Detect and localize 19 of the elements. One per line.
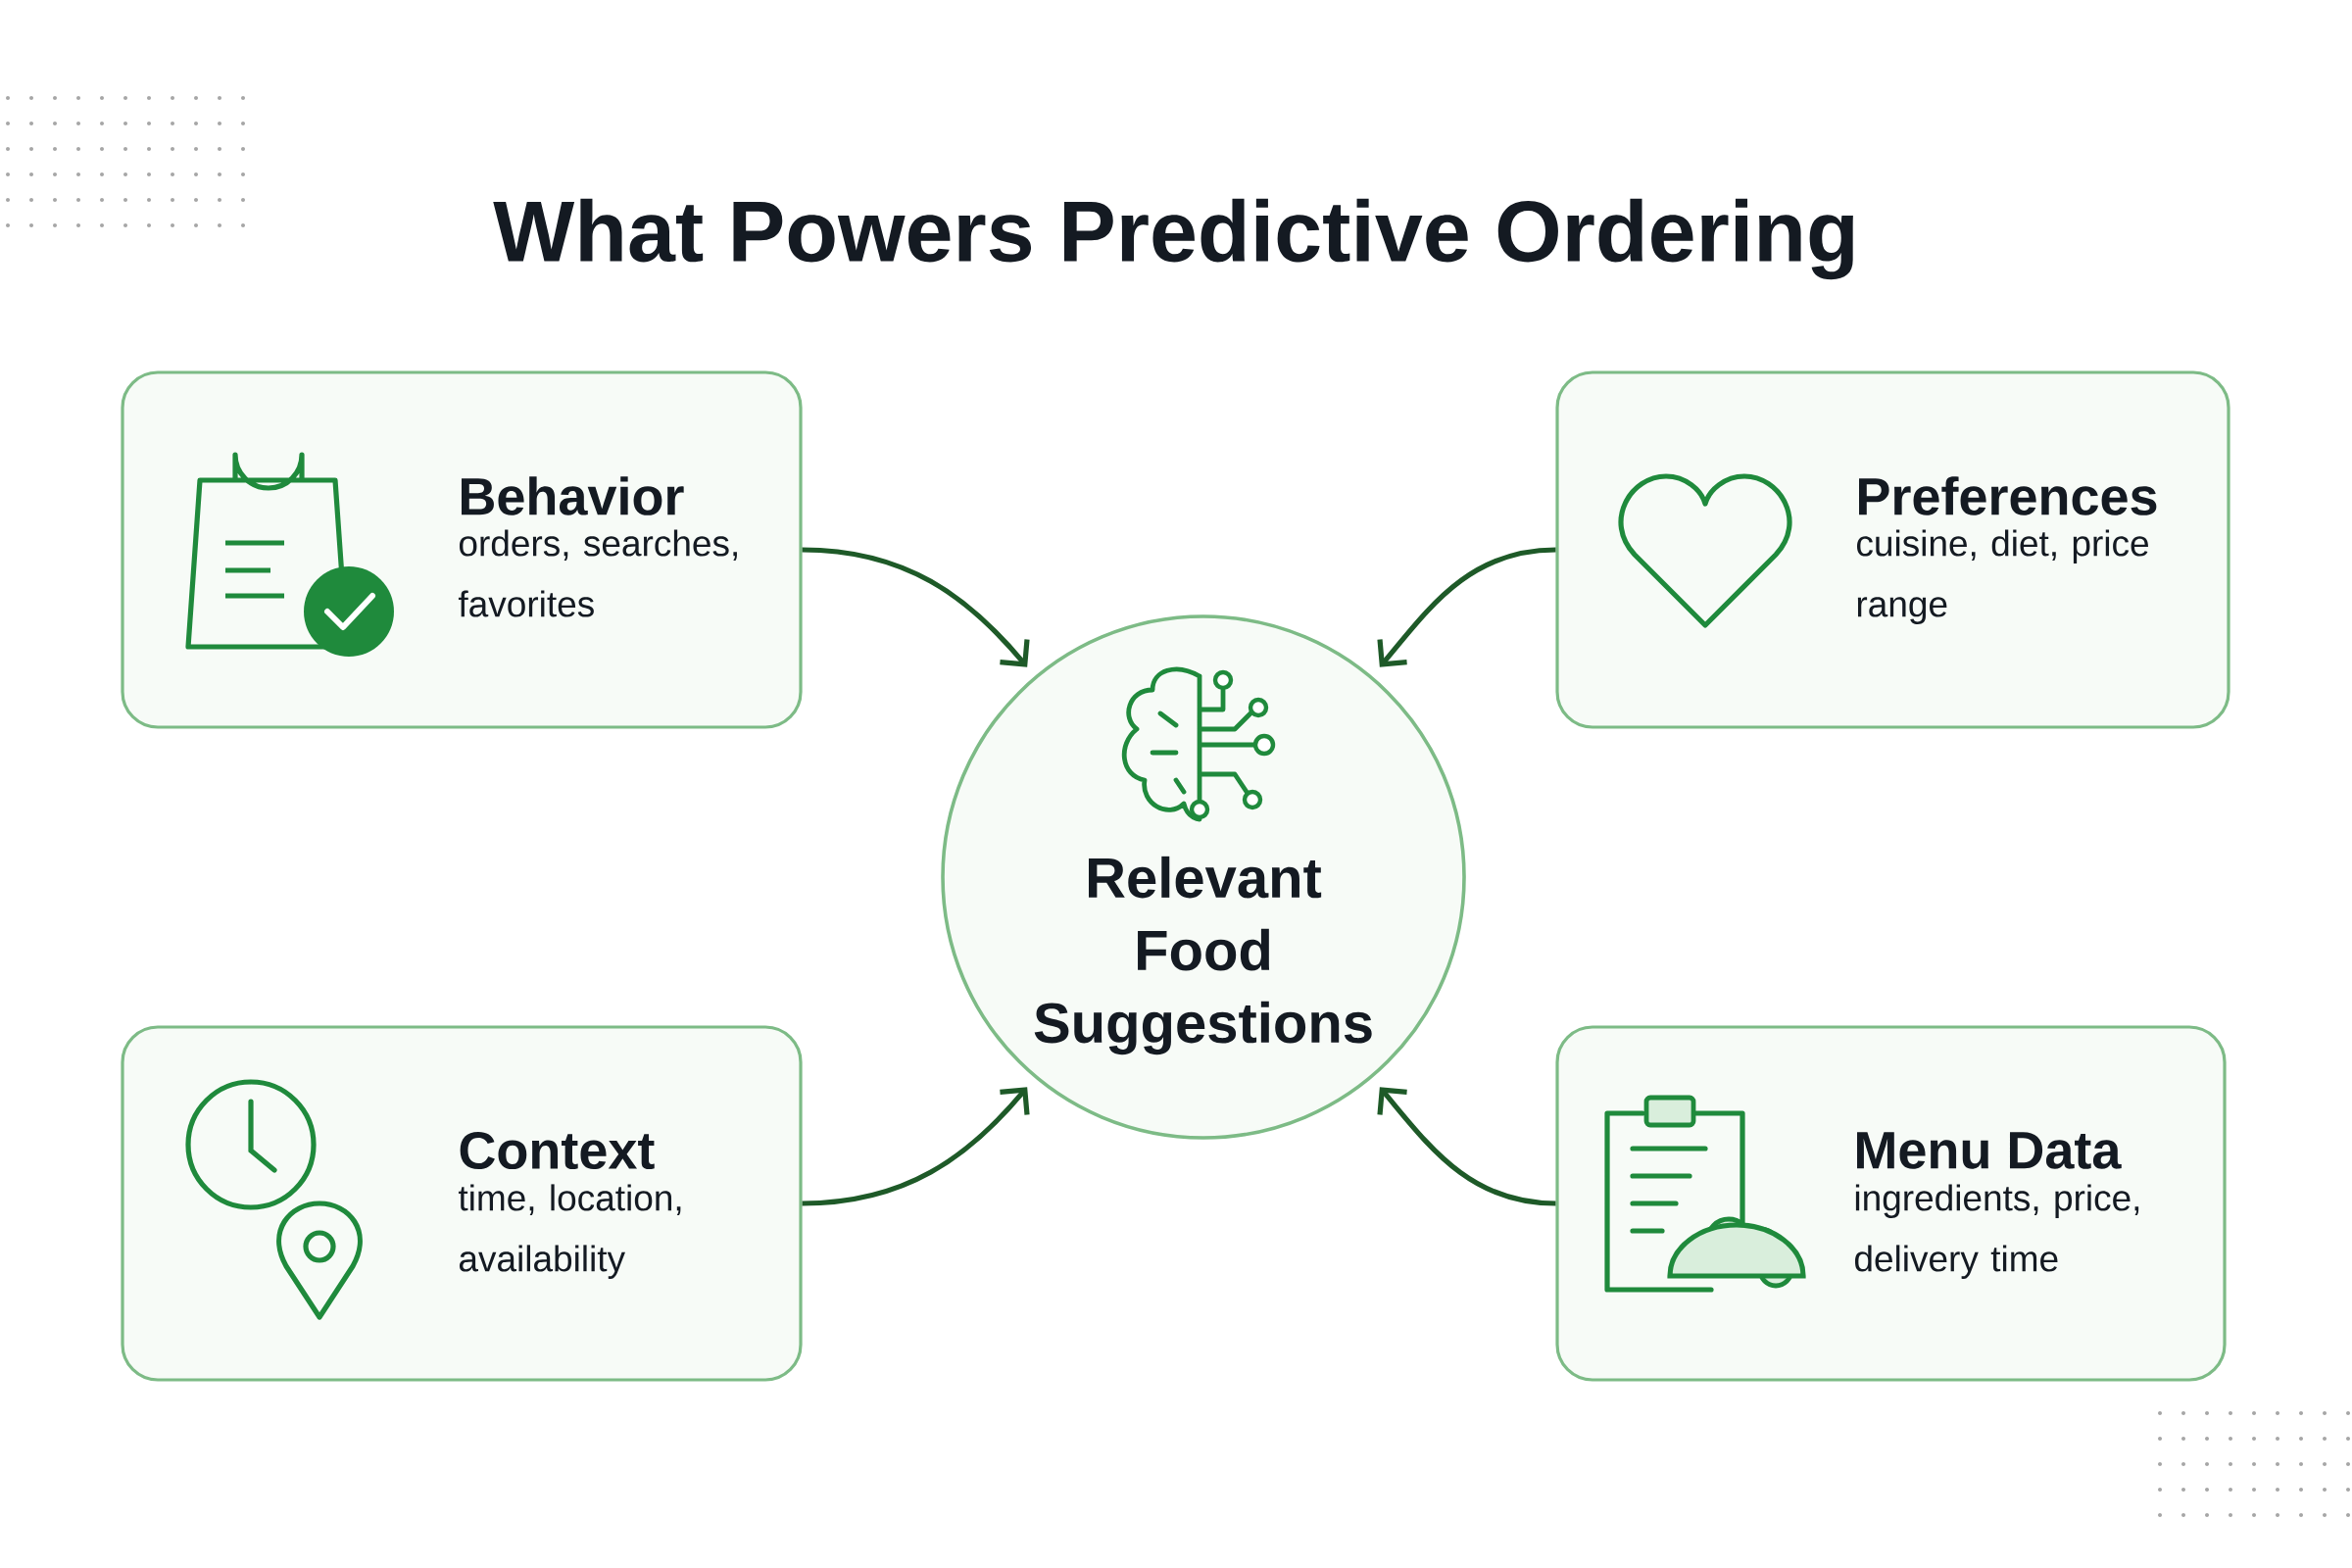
card-heading: Menu Data [1857, 1132, 2122, 1169]
card [121, 1025, 803, 1382]
card [121, 370, 803, 729]
card-heading: Preferences [1859, 476, 2157, 515]
arrow [802, 1087, 1030, 1206]
arrow [1377, 547, 1556, 667]
center-circle [941, 614, 1466, 1140]
card-heading: Behavior [462, 476, 684, 515]
arrow [802, 547, 1030, 667]
card [1555, 1025, 2227, 1382]
circle-label: Relevant Food Suggestions [1034, 856, 1372, 1055]
card-description: ingredients, price, delivery time [1855, 1184, 2139, 1279]
card [1555, 370, 2230, 729]
card-description: orders, searches, favorites [458, 529, 737, 617]
card-heading: Context [460, 1131, 655, 1170]
card-description: cuisine, diet, price range [1857, 529, 2148, 624]
card-description: time, location, availability [458, 1184, 681, 1279]
title: What Powers Predictive Ordering [493, 198, 1853, 280]
arrow [1377, 1087, 1556, 1206]
